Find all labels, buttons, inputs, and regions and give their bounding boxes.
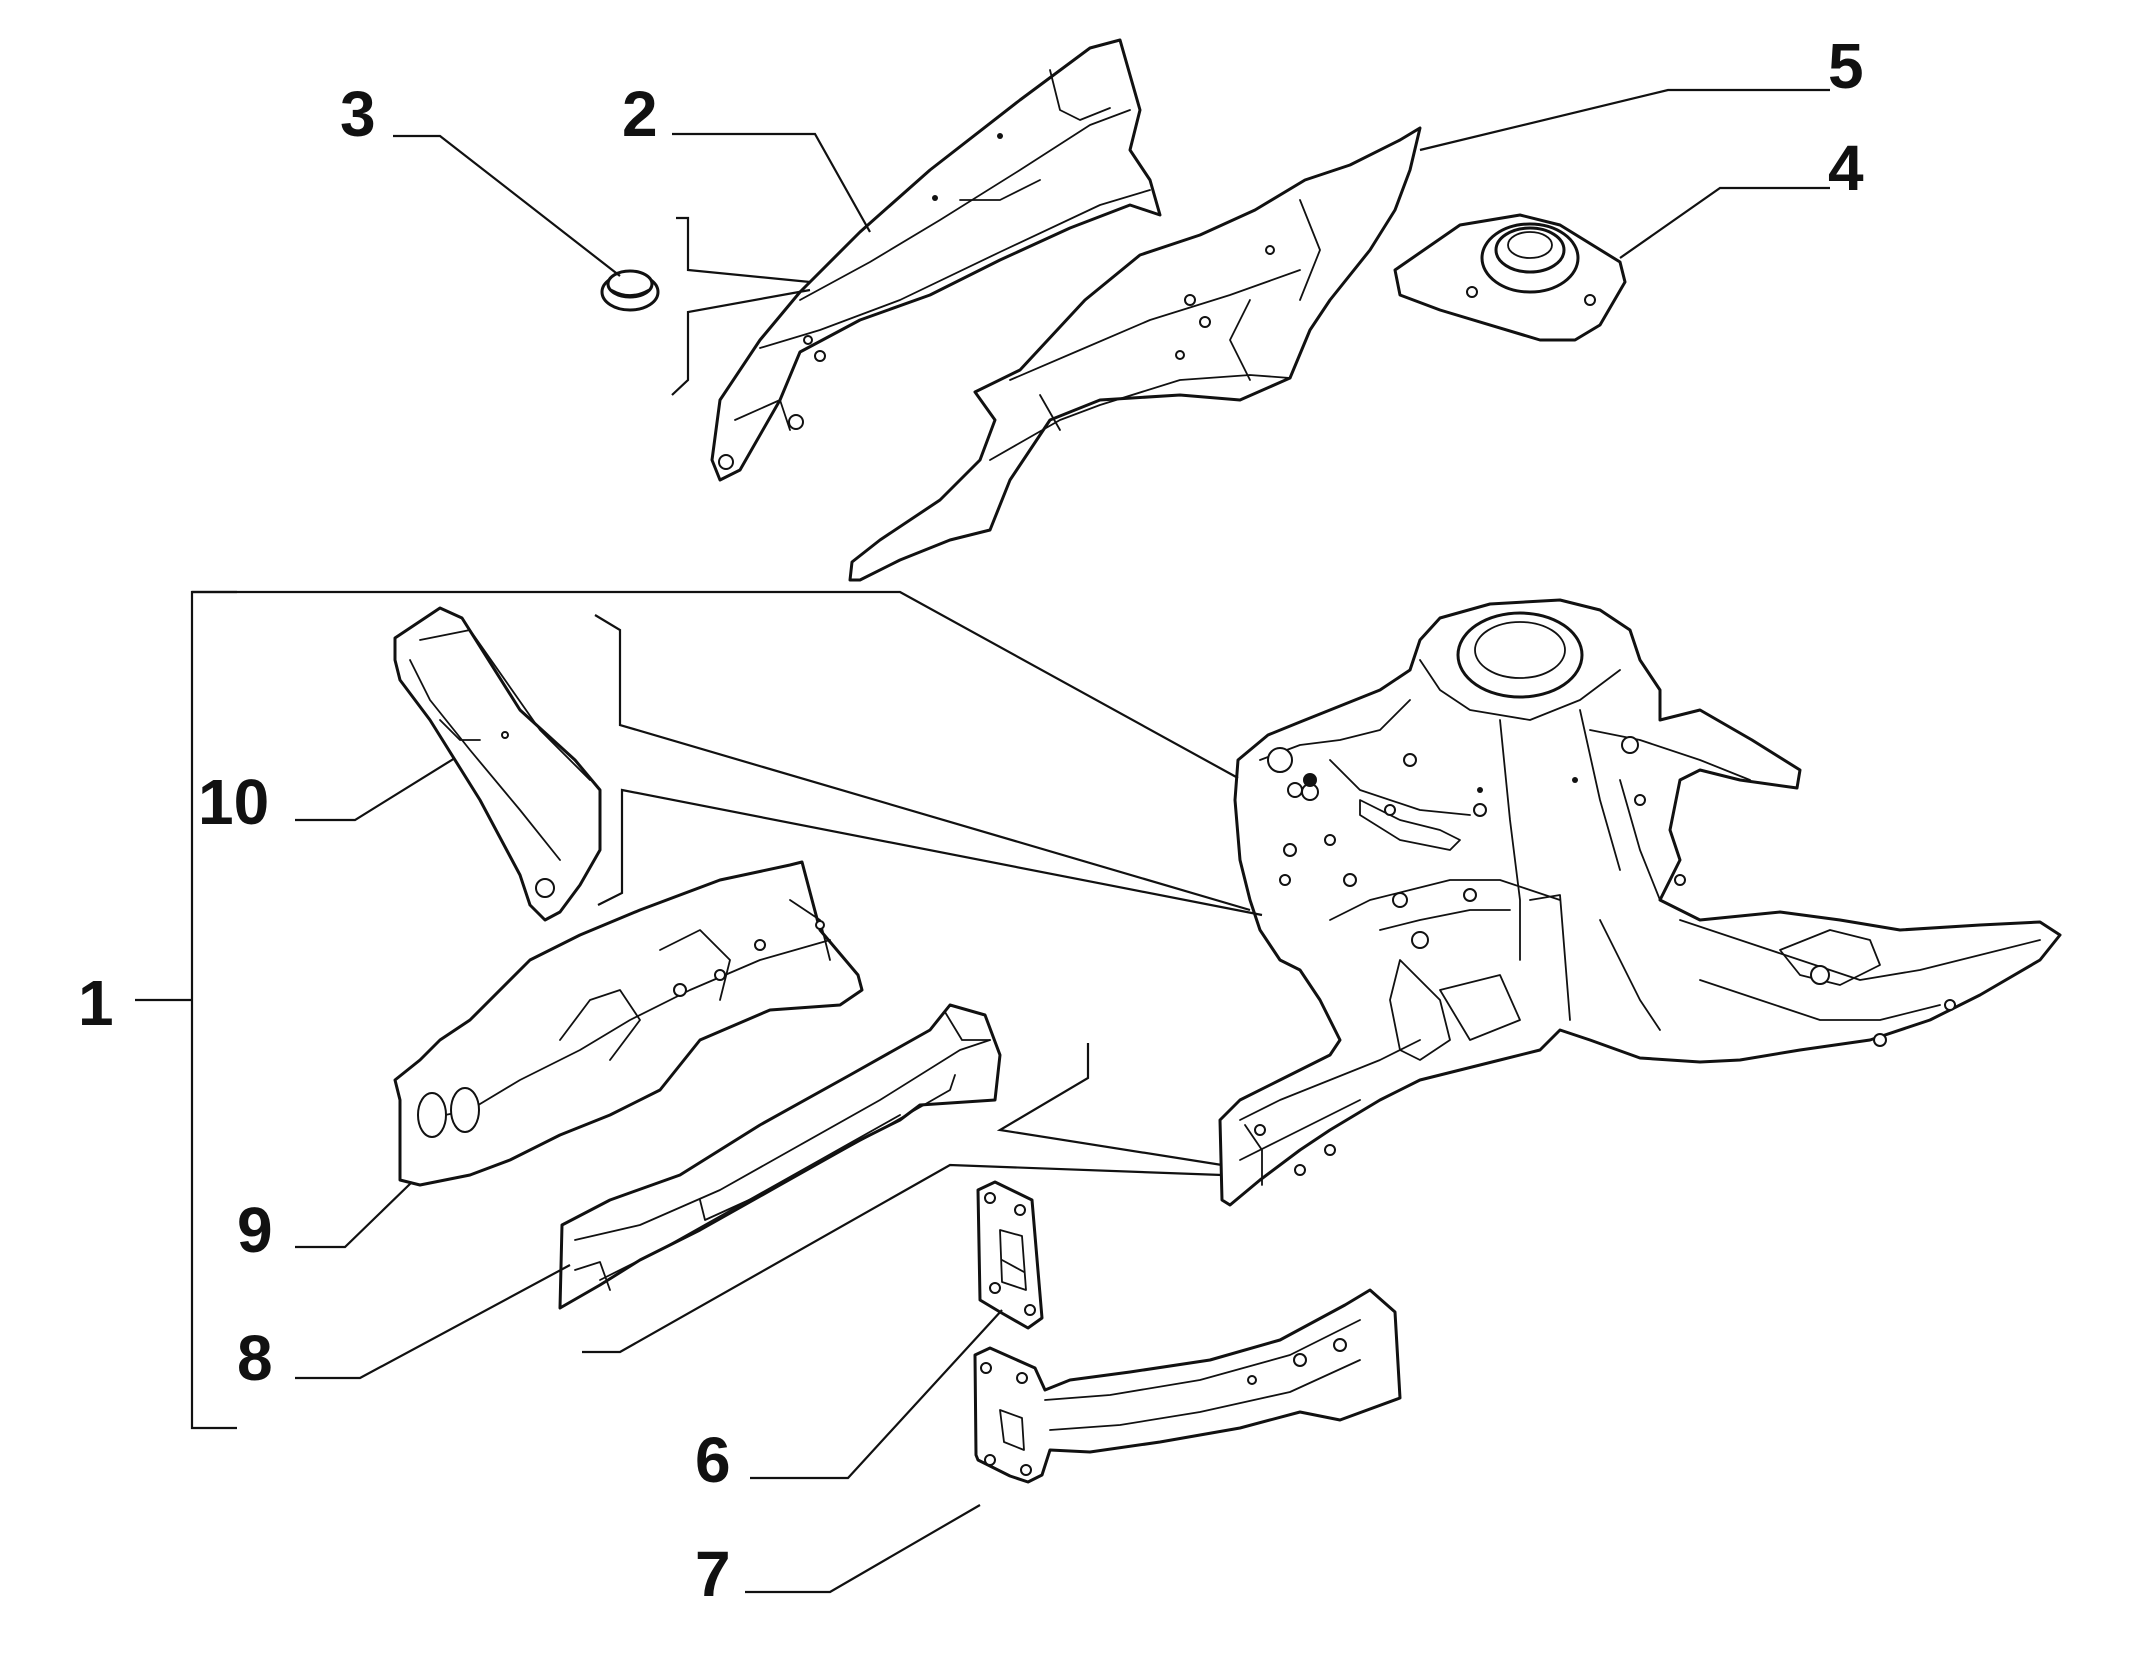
callout-2: 2 — [622, 78, 658, 150]
part-9-inner-rail[interactable] — [393, 860, 864, 1187]
callout-labels: 1 2 3 4 5 6 7 8 9 10 — [78, 30, 1864, 1610]
callout-5: 5 — [1828, 30, 1864, 102]
callout-9: 9 — [237, 1194, 273, 1266]
part-10-reinforcement[interactable] — [393, 606, 602, 922]
part-3-plug[interactable] — [600, 269, 660, 312]
part-1-front-assembly[interactable] — [1218, 598, 2062, 1207]
part-5-side-panel[interactable] — [848, 126, 1422, 582]
callout-6: 6 — [695, 1424, 731, 1496]
part-7-crossmember[interactable] — [973, 1288, 1402, 1484]
part-8-front-rail[interactable] — [558, 1003, 1002, 1310]
part-2-upper-rail[interactable] — [710, 38, 1162, 482]
callout-8: 8 — [237, 1322, 273, 1394]
callout-4: 4 — [1828, 132, 1864, 204]
callout-3: 3 — [340, 78, 376, 150]
callout-1: 1 — [78, 967, 114, 1039]
part-4-strut-plate[interactable] — [1393, 213, 1627, 342]
callout-7: 7 — [695, 1538, 731, 1610]
leader-lines — [135, 88, 1830, 1594]
part-6-bracket-plate[interactable] — [976, 1180, 1044, 1330]
callout-10: 10 — [198, 766, 269, 838]
